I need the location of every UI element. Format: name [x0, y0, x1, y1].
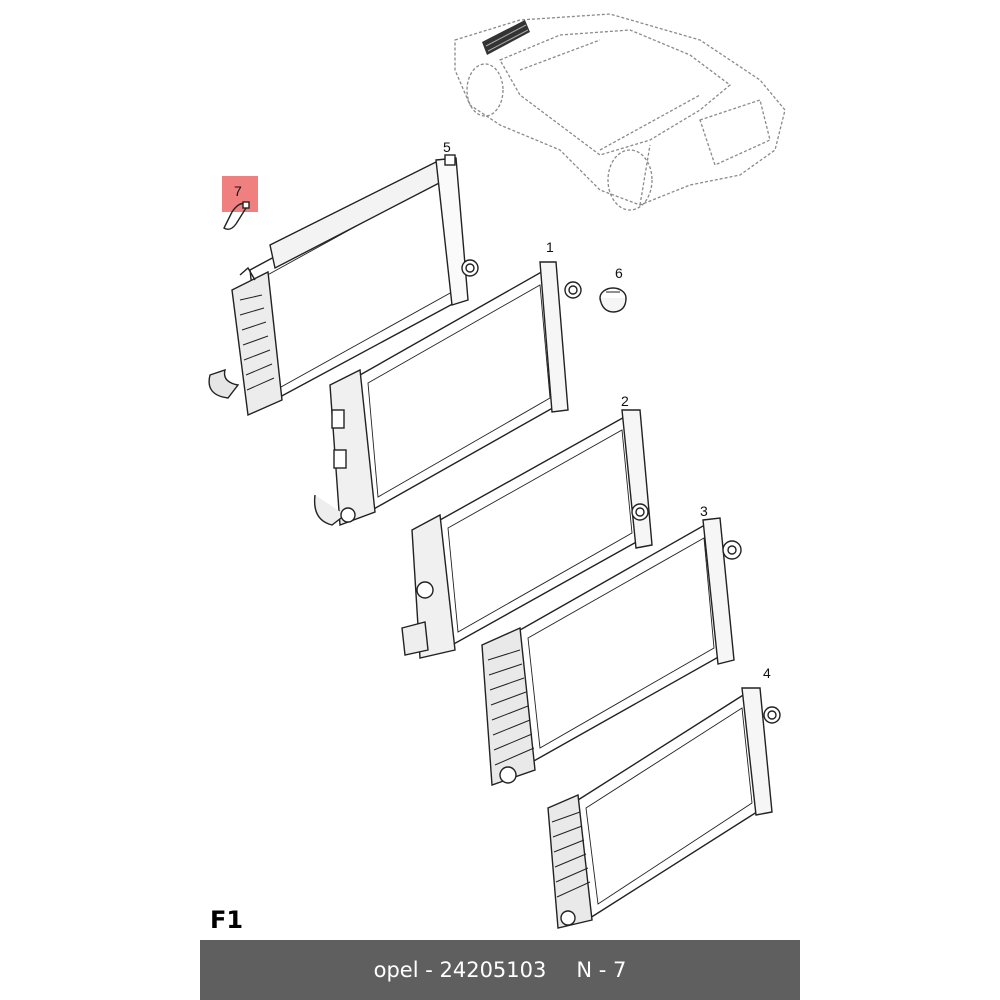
part-1-radiator — [313, 261, 582, 526]
part-6-cap — [599, 287, 627, 313]
part-4-radiator — [547, 687, 781, 929]
part-3-radiator — [481, 517, 742, 786]
callout-4: 4 — [763, 665, 771, 681]
callout-7: 7 — [234, 183, 242, 199]
part-7-highlight-box — [222, 176, 258, 212]
car-outline-icon — [454, 13, 786, 211]
footer-bar: opel - 24205103 N - 7 — [200, 940, 800, 1000]
part-7-clip — [223, 201, 250, 231]
callout-2: 2 — [621, 393, 629, 409]
callout-1: 1 — [546, 239, 554, 255]
footer-part-number: opel - 24205103 — [373, 958, 547, 982]
part-5-radiator-assembly — [208, 154, 479, 417]
callout-3: 3 — [700, 503, 708, 519]
footer-ref: N - 7 — [576, 958, 627, 982]
callout-5: 5 — [443, 139, 451, 155]
callout-6: 6 — [615, 265, 623, 281]
section-label: F1 — [210, 906, 243, 934]
part-2-radiator — [401, 409, 653, 659]
car-radiator-location-marker — [482, 20, 530, 55]
